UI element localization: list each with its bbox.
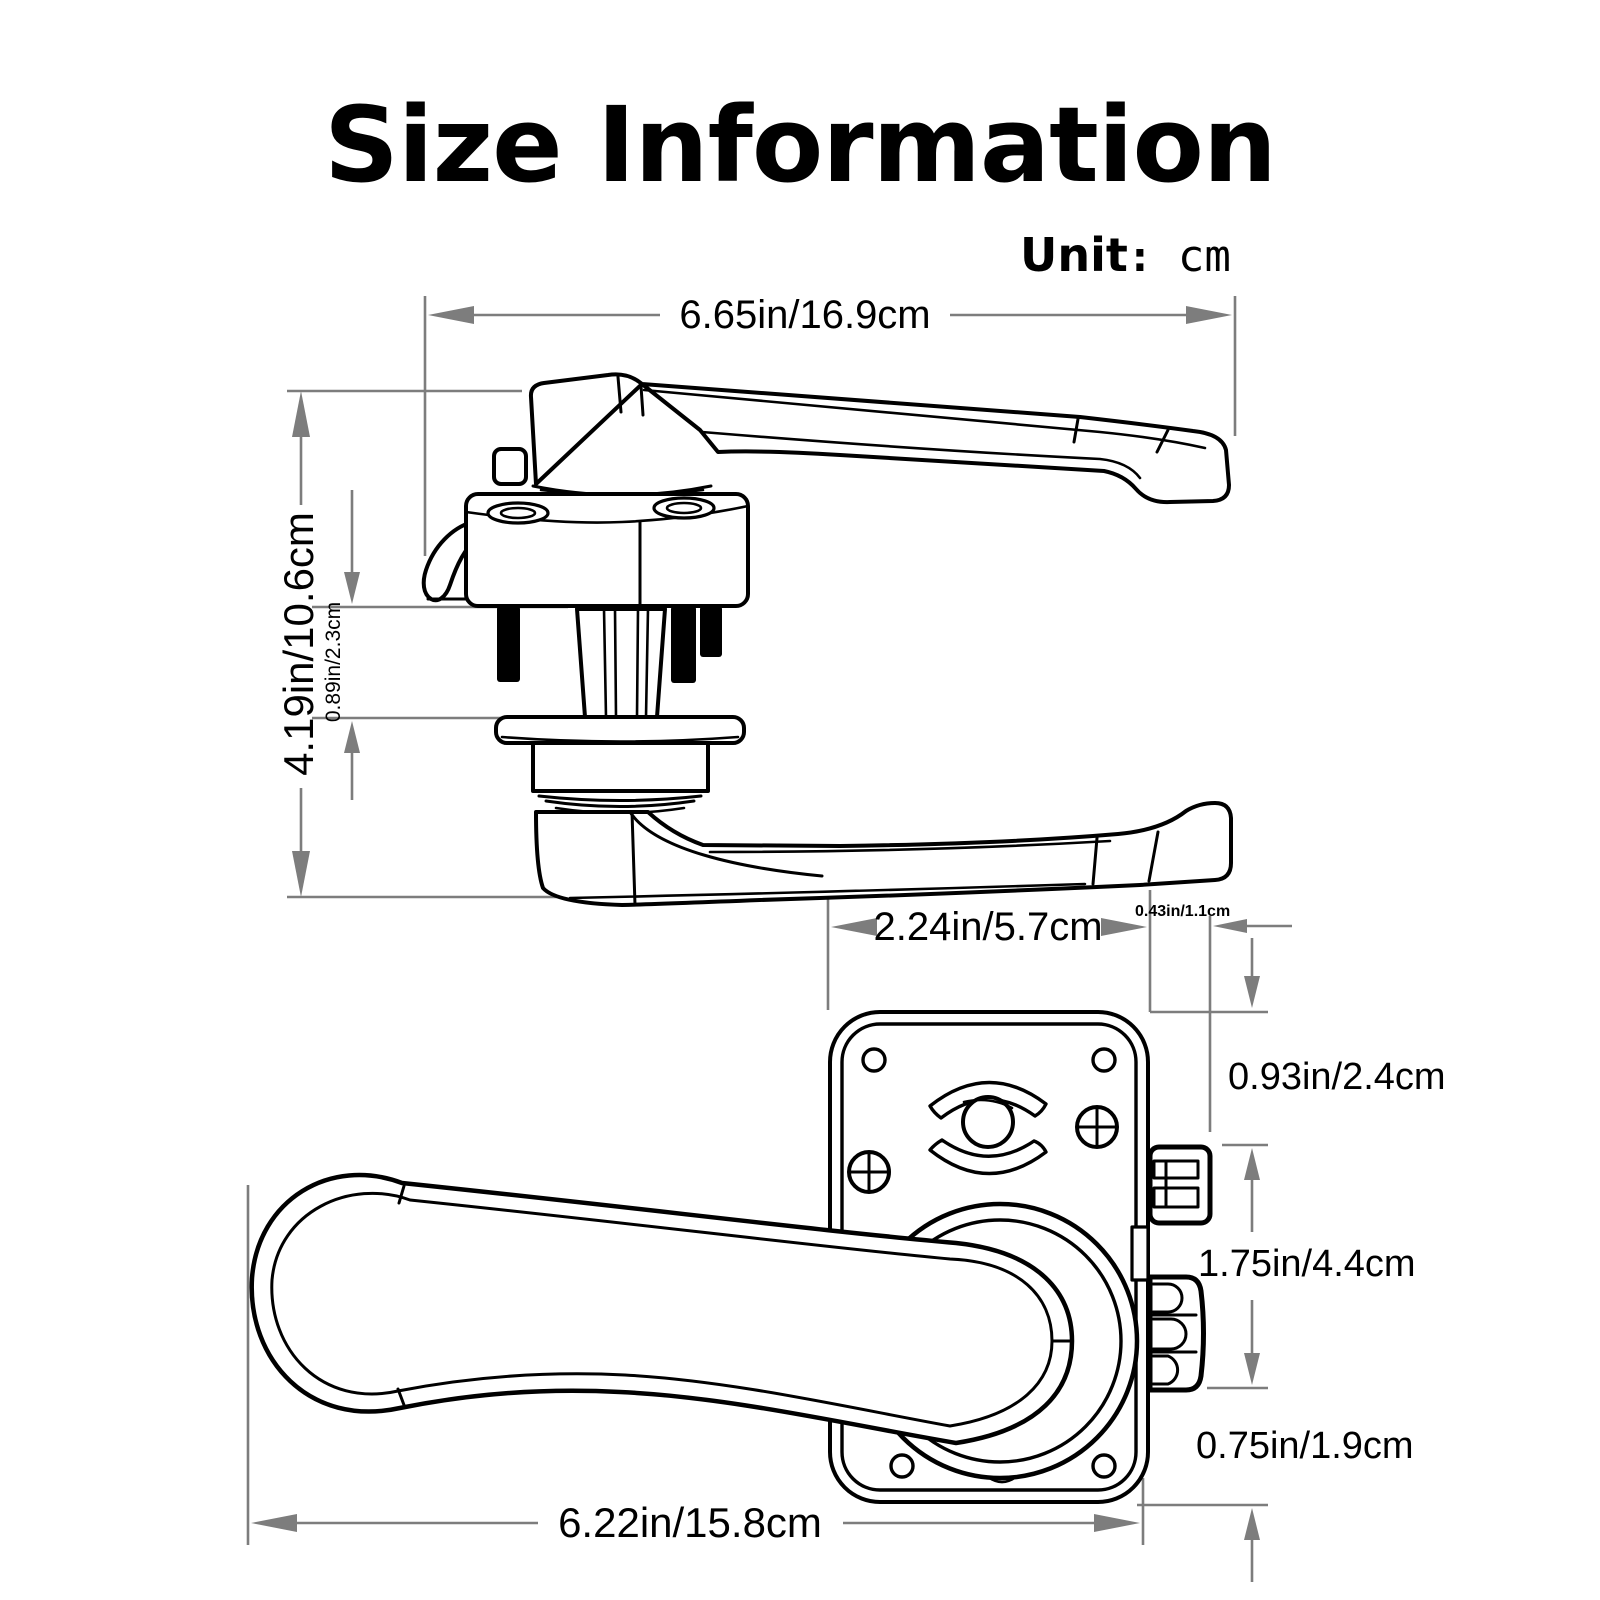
screw-hole bbox=[1091, 1047, 1117, 1073]
spring-arc-top bbox=[928, 1080, 1048, 1120]
mounting-pin bbox=[700, 606, 722, 657]
phillips-screw bbox=[847, 1150, 891, 1194]
spindle bbox=[575, 607, 667, 719]
dimension-label-plate-width: 2.24in/5.7cm bbox=[873, 905, 1102, 949]
screw-hole bbox=[1091, 1453, 1117, 1479]
dimension-label-left-height: 4.19in/10.6cm bbox=[275, 512, 322, 776]
lower-lever bbox=[534, 801, 1233, 907]
unit-line: Unit: cm bbox=[1020, 228, 1231, 282]
rose-cylinder bbox=[531, 741, 710, 793]
dimension-labels: 6.65in/16.9cm 4.19in/10.6cm 0.89in/2.3cm… bbox=[275, 293, 1446, 1546]
page-title: Size Information bbox=[324, 84, 1277, 206]
dimension-label-bottom-offset: 0.75in/1.9cm bbox=[1196, 1425, 1414, 1467]
dimension-label-spindle-length: 0.89in/2.3cm bbox=[322, 602, 345, 722]
plan-lever bbox=[249, 1172, 1075, 1446]
spring-arc-bottom bbox=[928, 1138, 1048, 1176]
plan-view-drawing bbox=[249, 1010, 1213, 1504]
dimension-lines bbox=[246, 296, 1292, 1582]
mounting-pin bbox=[497, 606, 520, 682]
dimension-label-top-offset: 0.93in/2.4cm bbox=[1228, 1056, 1446, 1098]
latch-housing bbox=[1147, 1144, 1213, 1226]
latch-bolt bbox=[1147, 1274, 1206, 1393]
unit-label: Unit bbox=[1020, 228, 1128, 282]
unit-separator: : bbox=[1131, 235, 1148, 281]
mounting-pin bbox=[671, 606, 696, 683]
lock-button bbox=[492, 447, 528, 486]
dimension-label-top-width: 6.65in/16.9cm bbox=[679, 293, 930, 337]
phillips-screw bbox=[1075, 1105, 1119, 1149]
dimension-label-lever-length: 6.22in/15.8cm bbox=[558, 1499, 822, 1546]
spindle-hole bbox=[961, 1095, 1015, 1149]
screw-hole bbox=[889, 1453, 915, 1479]
dimension-label-latch-depth: 0.43in/1.1cm bbox=[1135, 903, 1230, 920]
dimension-label-latch-section: 1.75in/4.4cm bbox=[1198, 1243, 1416, 1285]
side-view-drawing bbox=[421, 372, 1233, 907]
screw-hole bbox=[861, 1047, 887, 1073]
unit-value: cm bbox=[1177, 231, 1231, 282]
upper-lever bbox=[528, 372, 1231, 505]
